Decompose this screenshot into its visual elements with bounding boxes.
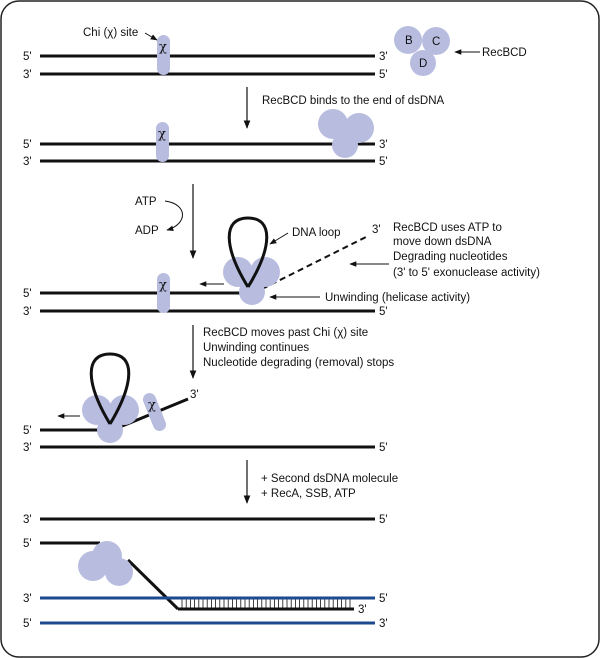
dna-loop [89, 352, 131, 425]
three-prime-label: 3' [379, 618, 388, 630]
five-prime-label: 5' [23, 288, 32, 300]
five-prime-label: 5' [379, 593, 388, 605]
description-line: RecBCD uses ATP to [393, 222, 502, 234]
panel-2-recbcd-bound: χ 5' 3' 3' 5' [23, 109, 388, 168]
chi-site-box [156, 122, 169, 162]
subunit-d [410, 50, 436, 76]
chi-symbol: χ [148, 398, 156, 413]
chi-symbol: χ [159, 40, 167, 55]
panel-4-past-chi: χ 5' 3' 5' 3' [23, 352, 388, 454]
recbcd-label: RecBCD [482, 47, 527, 59]
base-pair-ticks [181, 599, 351, 608]
five-prime-label: 5' [379, 156, 388, 168]
step-4-caption: + Second dsDNA molecule + RecA, SSB, ATP [261, 473, 401, 500]
step-1-caption: RecBCD binds to the end of dsDNA [262, 95, 445, 107]
subunit-c-label: C [432, 36, 440, 48]
dna-loop [227, 216, 269, 288]
invading-strand-diagonal [126, 558, 180, 611]
three-prime-label: 3' [23, 593, 32, 605]
subunit-c [422, 27, 450, 55]
subunit-c [109, 395, 139, 425]
atp-label: ATP [135, 196, 157, 208]
five-prime-label: 5' [23, 538, 32, 550]
caption-line: RecBCD moves past Chi (χ) site [203, 327, 368, 339]
description-line: move down dsDNA [393, 236, 492, 248]
panel-1-initial-dsdna: χ 5' 3' 3' 5' Chi (χ) site B C D RecBCD [23, 26, 527, 81]
caption-line: Nucleotide degrading (removal) stops [203, 357, 394, 369]
step-3-caption: RecBCD moves past Chi (χ) site Unwinding… [203, 327, 394, 369]
three-prime-label: 3' [23, 514, 32, 526]
subunit-b-label: B [405, 35, 413, 47]
dna-loop-label: DNA loop [292, 227, 341, 239]
unwinding-label: Unwinding (helicase activity) [325, 292, 470, 304]
chi-site-label: Chi (χ) site [83, 27, 138, 39]
atp-adp-curve [164, 200, 183, 231]
three-prime-label: 3' [23, 306, 32, 318]
chi-site-box [157, 273, 170, 313]
subunit-d-label: D [419, 58, 427, 70]
five-prime-label: 5' [23, 618, 32, 630]
five-prime-label: 5' [23, 51, 32, 63]
three-prime-label: 3' [372, 224, 381, 236]
panel-3-unwinding: χ 5' 3' 5' 3' DNA loop RecBCD uses ATP t… [23, 216, 540, 318]
recbcd-complex [78, 541, 133, 586]
description-line: (3' to 5' exonuclease activity) [393, 267, 540, 279]
adp-label: ADP [135, 225, 159, 237]
recbcd-complex [318, 109, 374, 158]
chi-site-arrow [144, 32, 158, 41]
five-prime-label: 5' [379, 514, 388, 526]
caption-line: + RecA, SSB, ATP [261, 488, 356, 500]
five-prime-label: 5' [379, 442, 388, 454]
subunit-b [394, 26, 422, 54]
subunit-b [318, 109, 348, 139]
three-prime-label: 3' [23, 442, 32, 454]
three-prime-label: 3' [23, 69, 32, 81]
three-prime-label: 3' [379, 139, 388, 151]
subunit-d [105, 558, 133, 586]
three-prime-label: 3' [379, 51, 388, 63]
chi-site-box [142, 392, 167, 432]
description-line: Degrading nucleotides [393, 251, 508, 263]
subunit-d [97, 417, 123, 443]
recbcd-complex [82, 395, 139, 443]
chi-symbol: χ [159, 278, 167, 293]
five-prime-label: 5' [23, 139, 32, 151]
three-prime-label: 3' [190, 389, 199, 401]
dna-loop-arrow [269, 232, 289, 245]
recbcd-complex: B C D [394, 26, 450, 76]
subunit-b [82, 395, 112, 425]
five-prime-label: 5' [379, 306, 388, 318]
three-prime-label: 3' [23, 156, 32, 168]
subunit-d [332, 132, 358, 158]
caption-line: + Second dsDNA molecule [261, 473, 398, 485]
panel-5-strand-invasion: 3' 5' 5' 3' 3' 5' 5' 3' [23, 514, 388, 630]
five-prime-label: 5' [23, 425, 32, 437]
caption-line: Unwinding continues [203, 342, 309, 354]
five-prime-label: 5' [379, 69, 388, 81]
recbcd-description: RecBCD uses ATP to move down dsDNA Degra… [393, 222, 540, 279]
chi-symbol: χ [158, 127, 166, 142]
three-prime-label: 3' [358, 604, 367, 616]
subunit-c [250, 257, 280, 287]
chi-site-box [157, 35, 170, 75]
